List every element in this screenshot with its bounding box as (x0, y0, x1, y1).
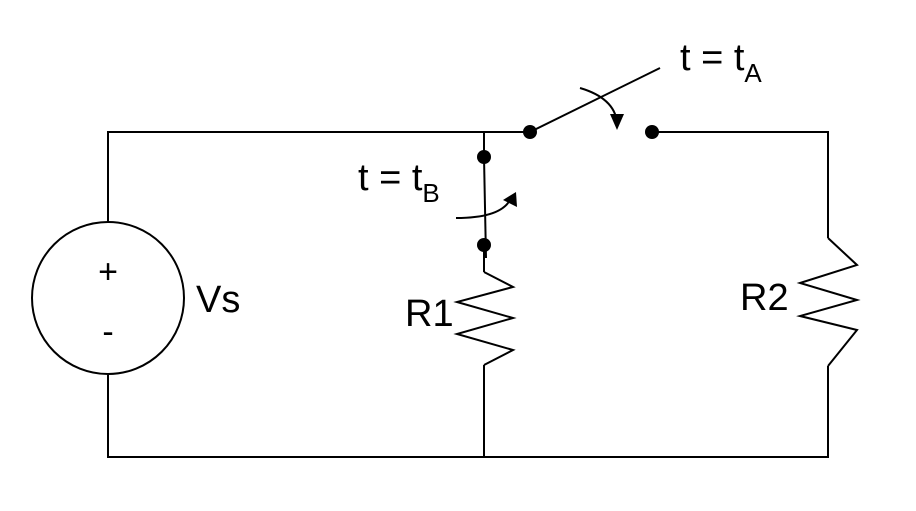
switch-a-pivot-terminal (523, 125, 537, 139)
resistor-r2 (796, 237, 861, 367)
switch-a-label-subscript: A (744, 58, 762, 88)
source-label: Vs (196, 279, 240, 321)
resistor-r1 (453, 271, 517, 366)
switch-a-contact-terminal (645, 125, 659, 139)
switch-b-label-subscript: B (422, 178, 439, 208)
voltage-source (31, 221, 185, 375)
switch-b-bottom-terminal (477, 238, 491, 252)
source-plus-sign: + (98, 253, 118, 291)
source-minus-sign: - (102, 313, 113, 351)
switch-a-label-main: t = t (680, 37, 745, 79)
switch-b-top-terminal (477, 150, 491, 164)
switch-b-label: t = tB (358, 157, 440, 208)
wire-top-right (652, 131, 829, 238)
switch-b-motion-arrow (455, 199, 511, 219)
switch-b-label-main: t = t (358, 157, 423, 199)
switch-b-arrowhead (503, 192, 517, 207)
switch-a-blade (529, 67, 661, 133)
wire-left-bottom (107, 366, 829, 458)
resistor-r2-label: R2 (740, 277, 789, 319)
wire-top-left (107, 131, 530, 222)
switch-a-label: t = tA (680, 37, 762, 88)
resistor-r1-label: R1 (405, 293, 454, 335)
switch-a-arrowhead (610, 114, 624, 130)
